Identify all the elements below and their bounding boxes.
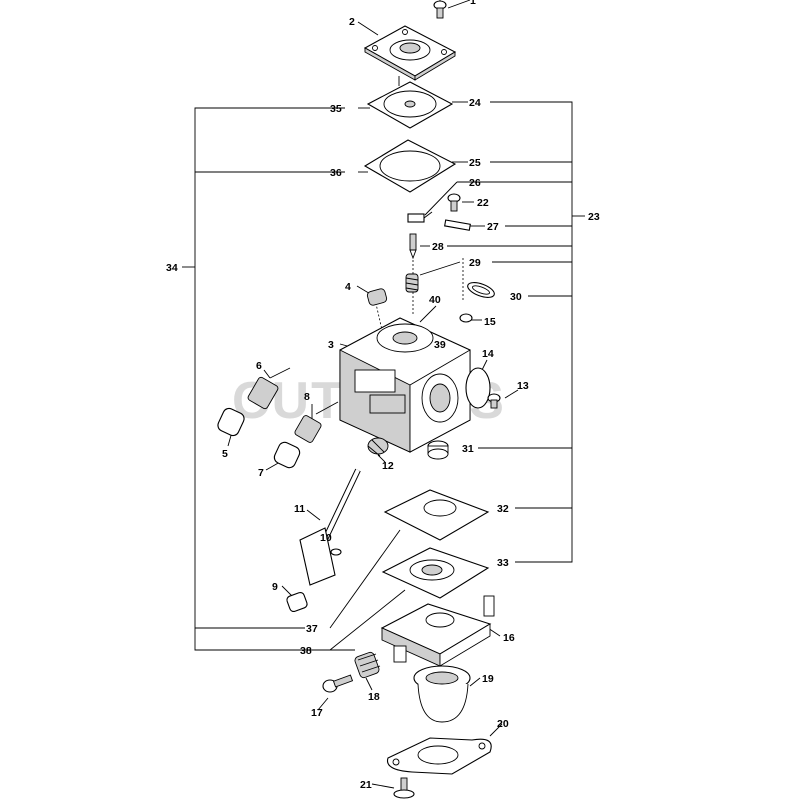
callout-27: 27 [487, 221, 499, 233]
callout-40: 40 [429, 294, 441, 306]
callout-10: 10 [320, 532, 332, 544]
callout-5: 5 [222, 448, 228, 460]
callout-17: 17 [311, 707, 323, 719]
part-16-pump-body [380, 595, 495, 667]
callout-33: 33 [497, 557, 509, 569]
part-14-plate [465, 367, 491, 409]
part-18-spring [354, 651, 381, 679]
callout-38: 38 [300, 645, 312, 657]
part-36-diaphragm [363, 139, 457, 193]
callout-18: 18 [368, 691, 380, 703]
part-35-gasket [366, 81, 454, 129]
callout-12: 12 [382, 460, 394, 472]
callout-labels: 1 2 3 4 5 6 7 8 9 10 11 12 13 14 15 16 1… [166, 0, 600, 791]
part-17-screw [322, 674, 354, 693]
part-13-screw [487, 393, 501, 409]
part-10-clip [330, 548, 342, 556]
callout-20: 20 [497, 718, 509, 730]
callout-21: 21 [360, 779, 372, 791]
callout-32: 32 [497, 503, 509, 515]
callout-16: 16 [503, 632, 515, 644]
part-31-filter [427, 440, 449, 460]
callout-31: 31 [462, 443, 474, 455]
part-28-needle [409, 233, 417, 260]
callout-19: 19 [482, 673, 494, 685]
part-8-adjust-screw [294, 401, 339, 443]
callout-25: 25 [469, 157, 481, 169]
bracket-lines [182, 101, 585, 651]
callout-34: 34 [166, 262, 178, 274]
part-1-screw [433, 0, 447, 19]
part-29-spring [405, 273, 419, 293]
callout-30: 30 [510, 291, 522, 303]
part-15-clip [459, 313, 473, 323]
callout-22: 22 [477, 197, 489, 209]
part-20-retainer-plate [386, 737, 492, 775]
callout-39: 39 [434, 339, 446, 351]
callout-1: 1 [470, 0, 476, 7]
callout-37: 37 [306, 623, 318, 635]
callout-14: 14 [482, 348, 494, 360]
callout-36: 36 [330, 167, 342, 179]
part-5-limiter-cap [217, 407, 245, 437]
part-2-pump-cover [363, 25, 457, 86]
part-4-plug [366, 288, 388, 306]
part-3-carburetor-body [339, 317, 471, 453]
part-30-oring [467, 282, 495, 298]
callout-35: 35 [330, 103, 342, 115]
callout-3: 3 [328, 339, 334, 351]
callout-7: 7 [258, 467, 264, 479]
callout-13: 13 [517, 380, 529, 392]
part-33-pump-diaphragm [381, 547, 490, 599]
callout-6: 6 [256, 360, 262, 372]
part-26-metering-lever [407, 211, 433, 223]
callout-15: 15 [484, 316, 496, 328]
part-12-spring [367, 437, 389, 457]
part-32-gasket [383, 489, 490, 541]
callout-28: 28 [432, 241, 444, 253]
part-7-limiter-cap [273, 441, 301, 469]
part-6-adjust-screw [247, 367, 291, 410]
part-9-knob [286, 591, 308, 613]
callout-24: 24 [469, 97, 481, 109]
callout-23: 23 [588, 211, 600, 223]
callout-9: 9 [272, 581, 278, 593]
callout-11: 11 [294, 503, 305, 515]
callout-26: 26 [469, 177, 481, 189]
part-19-primer-bulb [413, 665, 471, 723]
callout-2: 2 [349, 16, 355, 28]
part-27-pin [444, 219, 471, 231]
part-11-throttle-shaft [299, 468, 361, 586]
callout-29: 29 [469, 257, 481, 269]
part-22-screw [447, 193, 461, 212]
part-21-screw [393, 777, 415, 799]
callout-8: 8 [304, 391, 310, 403]
callout-4: 4 [345, 281, 351, 293]
